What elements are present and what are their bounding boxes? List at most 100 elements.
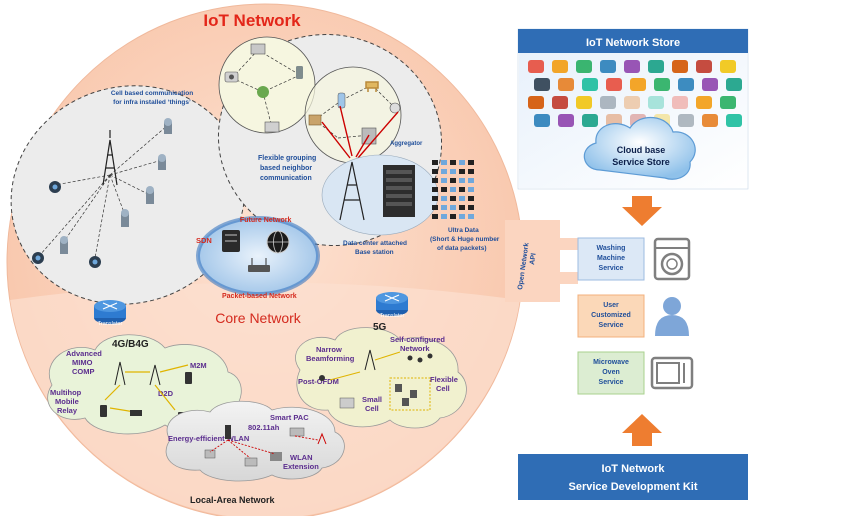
service-label: Oven xyxy=(602,369,620,376)
data-packet xyxy=(468,178,474,183)
data-packet xyxy=(441,169,447,174)
data-packet xyxy=(450,169,456,174)
ultra-data-line3: of data packets) xyxy=(437,245,487,252)
cloud-5g xyxy=(295,327,467,429)
app-icon xyxy=(552,96,568,109)
core-network-title: Core Network xyxy=(215,310,302,326)
data-packet xyxy=(459,169,465,174)
service-label: Customized xyxy=(591,312,631,319)
data-packet xyxy=(441,196,447,201)
data-packet xyxy=(441,205,447,210)
base-station-icon xyxy=(339,161,365,221)
app-icon xyxy=(582,114,598,127)
animal-icon xyxy=(365,81,379,92)
camera-icon xyxy=(224,71,239,83)
store-header[interactable] xyxy=(518,29,748,53)
cloud-store-line2: Service Store xyxy=(612,157,670,167)
g4-relay: Relay xyxy=(57,406,78,415)
cloud-store[interactable] xyxy=(583,116,696,180)
lan-devices xyxy=(204,425,327,467)
sensor-icon xyxy=(60,236,68,254)
app-icon xyxy=(654,78,670,91)
app-icon xyxy=(534,114,550,127)
data-packet xyxy=(432,178,438,183)
cloud-store-line1: Cloud base xyxy=(617,145,666,155)
lan-energy: Energy-efficient WLAN xyxy=(168,434,249,443)
printer-icon xyxy=(250,43,266,55)
sensor-icon xyxy=(146,186,154,204)
app-icon xyxy=(576,96,592,109)
sensor-icon xyxy=(121,209,129,227)
lan-wlan2: Extension xyxy=(283,462,319,471)
app-icon xyxy=(528,60,544,73)
app-icon xyxy=(726,114,742,127)
app-icon xyxy=(648,96,664,109)
app-icon xyxy=(600,96,616,109)
lan-smartpac: Smart PAC xyxy=(270,413,309,422)
g4-mobile: Mobile xyxy=(55,397,79,406)
g4-d2d: D2D xyxy=(158,389,174,398)
sdk-box[interactable] xyxy=(518,454,748,500)
ultra-data-line2: (Short & Huge number xyxy=(430,236,500,243)
data-packet xyxy=(459,205,465,210)
service-label: Machine xyxy=(597,255,625,262)
app-icon xyxy=(702,114,718,127)
data-packet xyxy=(459,160,465,165)
service-label: Washing xyxy=(597,245,626,252)
aggregator-label: Aggregator xyxy=(390,141,423,147)
g4-advanced: Advanced xyxy=(66,349,102,358)
g4-towers xyxy=(114,361,161,386)
service-label: User xyxy=(603,302,619,309)
data-packet xyxy=(432,205,438,210)
translator-label-left: Translator xyxy=(98,321,123,327)
app-icon xyxy=(702,78,718,91)
g4-comp: COMP xyxy=(72,367,95,376)
service-label: Microwave xyxy=(593,359,629,366)
lan-wifi: 802.11ah xyxy=(248,423,280,432)
app-icon xyxy=(624,60,640,73)
service-label: Service xyxy=(599,265,624,272)
tv-icon xyxy=(264,121,280,133)
future-network-label: Future Network xyxy=(240,217,291,224)
data-packet xyxy=(459,178,465,183)
data-packet xyxy=(450,196,456,201)
service-box[interactable] xyxy=(577,351,645,395)
g4-m2m: M2M xyxy=(190,361,207,370)
sensor-icon xyxy=(164,118,172,134)
ultra-data-packets xyxy=(432,160,474,219)
microwave-icon xyxy=(650,356,694,390)
globe-icon xyxy=(266,230,290,254)
g4-mimo: MIMO xyxy=(72,358,93,367)
data-packet xyxy=(450,205,456,210)
data-packet xyxy=(441,214,447,219)
app-icons xyxy=(528,60,742,127)
neighbor-caption-2: based neighbor xyxy=(260,165,312,172)
core-network-ring xyxy=(196,216,320,296)
service-box[interactable] xyxy=(577,237,645,281)
datacenter-caption-1: Data center attached xyxy=(343,240,407,247)
app-icon xyxy=(678,114,694,127)
g5-small1: Small xyxy=(362,395,382,404)
data-packet xyxy=(432,214,438,219)
arrow-down xyxy=(622,196,662,226)
sensor-icon xyxy=(158,154,166,170)
data-packet xyxy=(432,196,438,201)
sdk-line1: IoT Network xyxy=(602,463,666,475)
data-packet xyxy=(468,169,474,174)
lan-links xyxy=(209,435,319,459)
app-icon xyxy=(534,78,550,91)
translator-label-right: Translator xyxy=(380,313,405,319)
data-packet xyxy=(459,187,465,192)
g4-title: 4G/B4G xyxy=(112,339,149,350)
service-box[interactable] xyxy=(577,294,645,338)
data-packet xyxy=(450,187,456,192)
app-icon xyxy=(528,96,544,109)
app-icon xyxy=(600,60,616,73)
app-icon xyxy=(678,78,694,91)
sdn-label: SDN xyxy=(196,236,212,245)
app-icon xyxy=(558,114,574,127)
datacenter-cloud xyxy=(321,154,439,236)
